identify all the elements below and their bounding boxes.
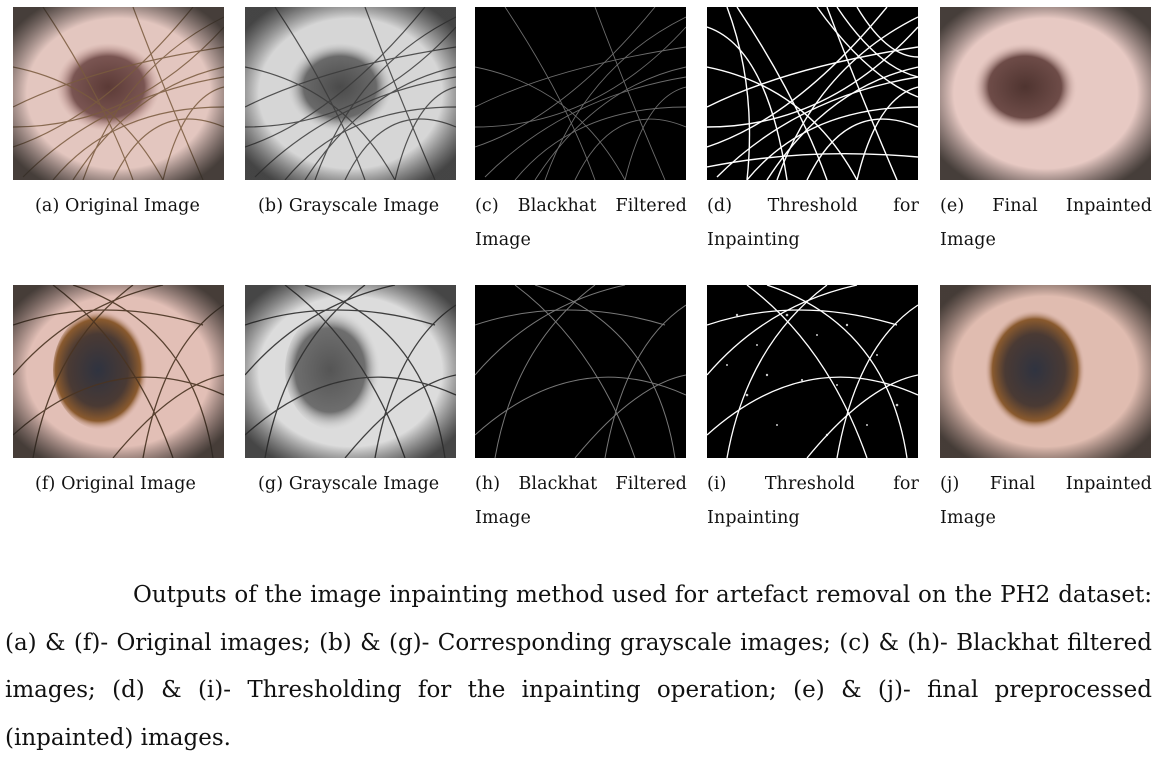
- panel-caption: (i) Threshold for Inpainting: [707, 474, 919, 528]
- figure-caption: Outputs of the image inpainting method u…: [5, 572, 1152, 762]
- panel-caption: (h) Blackhat Filtered Image: [475, 474, 687, 528]
- skin-lesion-photo: [13, 7, 224, 180]
- blackhat-filtered-photo: [475, 285, 686, 458]
- inpainted-photo: [940, 7, 1151, 180]
- blackhat-filtered-photo: [475, 7, 686, 180]
- figure-caption-text: Outputs of the image inpainting method u…: [5, 582, 1152, 751]
- panel-c-blackhat-filtered-image: [475, 7, 686, 180]
- inpainted-photo: [940, 285, 1151, 458]
- panel-caption: (a) Original Image: [35, 196, 200, 216]
- panel-f-original-image: [13, 285, 224, 458]
- panel-caption: (c) Blackhat Filtered Image: [475, 196, 687, 250]
- skin-lesion-photo: [13, 285, 224, 458]
- panel-caption: (j) Final Inpainted Image: [940, 474, 1152, 528]
- panel-e-final-inpainted-image: [940, 7, 1151, 180]
- panel-b-grayscale-image: [245, 7, 456, 180]
- panel-caption: (d) Threshold for Inpainting: [707, 196, 919, 250]
- panel-caption: (f) Original Image: [35, 474, 196, 494]
- panel-i-threshold-for-inpainting: [707, 285, 918, 458]
- panel-caption: (g) Grayscale Image: [258, 474, 440, 494]
- panel-h-blackhat-filtered-image: [475, 285, 686, 458]
- threshold-mask: [707, 285, 918, 458]
- grayscale-photo: [245, 285, 456, 458]
- panel-caption: (b) Grayscale Image: [258, 196, 440, 216]
- panel-g-grayscale-image: [245, 285, 456, 458]
- panel-a-original-image: [13, 7, 224, 180]
- panel-d-threshold-for-inpainting: [707, 7, 918, 180]
- grayscale-photo: [245, 7, 456, 180]
- threshold-mask: [707, 7, 918, 180]
- panel-j-final-inpainted-image: [940, 285, 1151, 458]
- panel-caption: (e) Final Inpainted Image: [940, 196, 1152, 250]
